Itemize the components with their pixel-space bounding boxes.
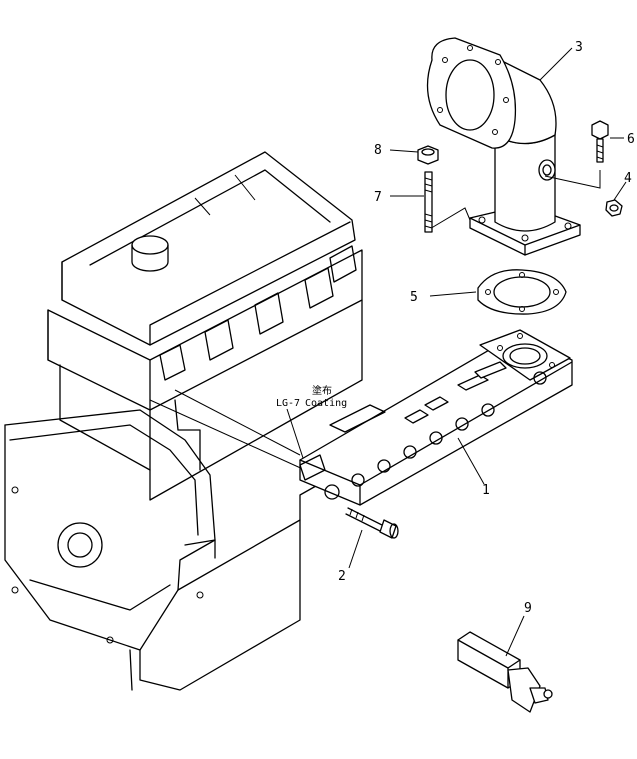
stud-guide-line xyxy=(427,207,471,231)
callout-5: 5 xyxy=(410,290,418,305)
callout-1: 1 xyxy=(482,483,490,498)
plug xyxy=(605,199,623,217)
flange-bolt xyxy=(591,120,609,163)
engine-block xyxy=(4,151,363,691)
callout-7: 7 xyxy=(374,190,382,205)
callout-4: 4 xyxy=(624,171,632,186)
note-coating: Coating xyxy=(305,398,347,409)
exhaust-manifold xyxy=(299,329,573,506)
note-sealant: LG-7 xyxy=(276,398,300,409)
stud xyxy=(424,171,433,233)
callout-9: 9 xyxy=(524,601,532,616)
bolt-guide-line xyxy=(544,170,601,189)
exhaust-ports xyxy=(159,245,357,381)
exhaust-elbow xyxy=(426,37,581,256)
sealant-note: 塗布 LG-7 Coating xyxy=(276,384,347,409)
callout-2: 2 xyxy=(338,569,346,584)
temperature-sensor xyxy=(457,631,553,713)
note-kanji: 塗布 xyxy=(312,384,332,397)
mount-line xyxy=(149,399,306,471)
callout-8: 8 xyxy=(374,143,382,158)
gasket xyxy=(477,269,567,315)
callout-3: 3 xyxy=(575,40,583,55)
mounting-bolt xyxy=(345,507,399,539)
leader-lines xyxy=(286,47,627,657)
callout-6: 6 xyxy=(627,132,635,147)
nut xyxy=(417,145,439,165)
